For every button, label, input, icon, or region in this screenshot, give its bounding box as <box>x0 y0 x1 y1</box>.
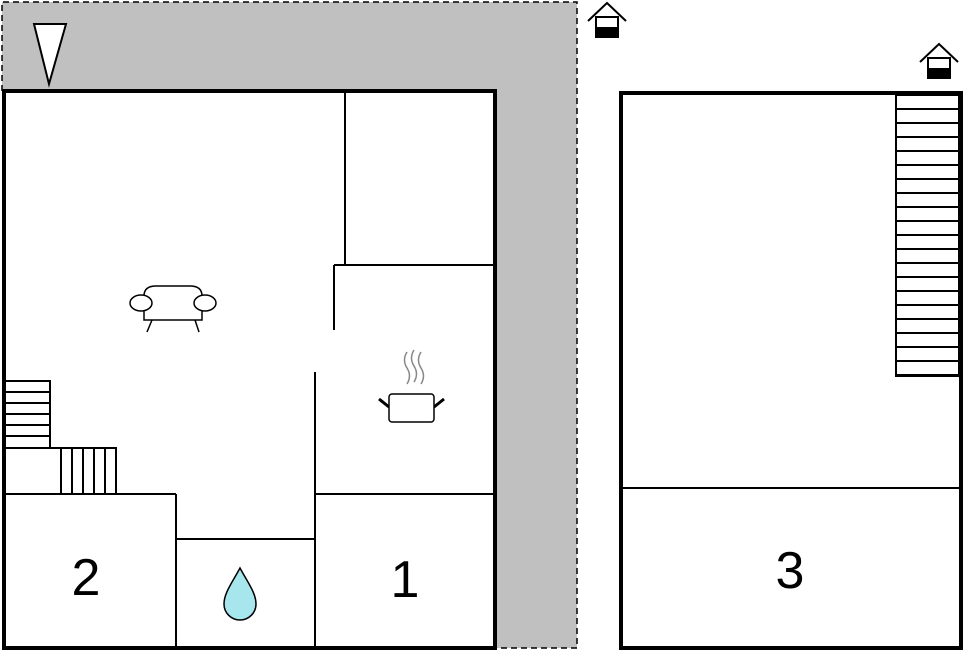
room-label-3: 3 <box>776 542 805 600</box>
terrace <box>1 1 578 649</box>
ground-floor-outline <box>2 89 497 650</box>
room-label-2: 2 <box>72 549 101 607</box>
north-arrow-icon <box>32 23 68 88</box>
interior-walls <box>4 91 493 648</box>
house-floor-indicator-icon <box>919 42 959 79</box>
water-drop-icon <box>223 566 257 621</box>
cooking-pot-icon <box>378 349 445 423</box>
house-floor-indicator-icon <box>587 1 627 38</box>
room-label-1: 1 <box>391 551 420 609</box>
sofa-icon <box>129 285 217 333</box>
staircase <box>4 380 117 494</box>
staircase <box>895 94 960 377</box>
